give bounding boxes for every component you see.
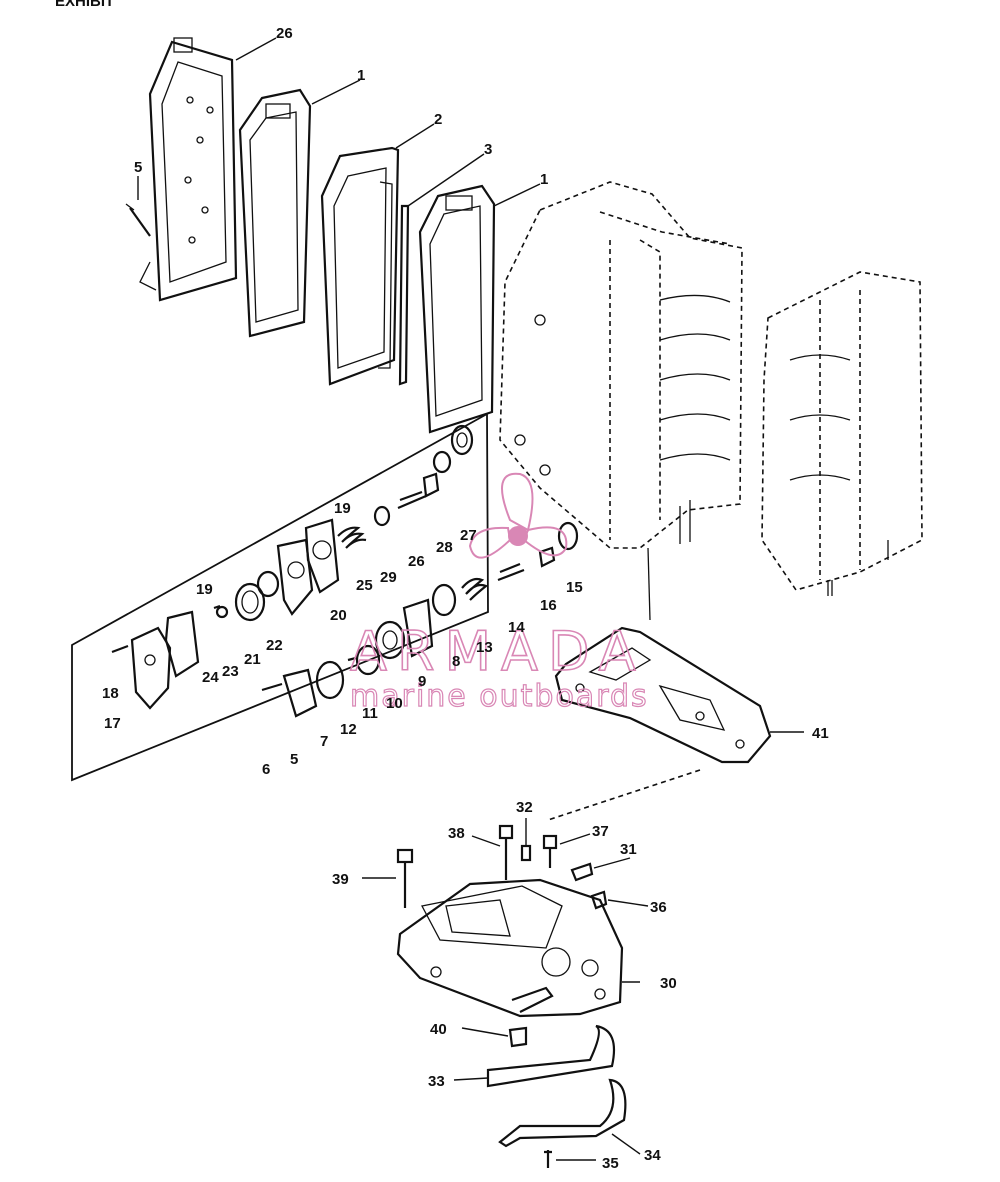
- watermark-brand: ARMADA: [350, 620, 646, 683]
- callout-32: 32: [516, 799, 533, 816]
- callout-1-upper: 1: [357, 67, 365, 84]
- watermark-tagline: marine outboards: [350, 679, 649, 714]
- callout-27: 27: [460, 527, 477, 544]
- callout-13: 13: [476, 639, 493, 656]
- exhaust-gasket-part: [238, 88, 312, 338]
- callout-7: 6: [262, 761, 270, 778]
- callout-19-upper: 19: [334, 500, 351, 517]
- callout-39: 39: [332, 871, 349, 888]
- callout-21: 21: [244, 651, 261, 668]
- callout-26: 26: [408, 553, 425, 570]
- callout-15: 15: [566, 579, 583, 596]
- callout-18: 18: [102, 685, 119, 702]
- callout-23: 23: [222, 663, 239, 680]
- callout-9: 9: [418, 673, 426, 690]
- callout-8-upper: 8: [452, 653, 460, 670]
- screw-part-35: [544, 1150, 552, 1168]
- bolt-part-5: [125, 203, 151, 237]
- assembly-guide-line: [547, 769, 701, 821]
- callout-11: 11: [362, 705, 378, 722]
- callout-4: 26: [276, 25, 293, 42]
- callout-30: 30: [660, 975, 677, 992]
- exhaust-divider-plate-part: [320, 146, 400, 386]
- callout-25: 25: [356, 577, 373, 594]
- callout-28: 28: [436, 539, 453, 556]
- callout-leaders: [137, 37, 804, 1161]
- adapter-plate-part: [396, 878, 624, 1018]
- callout-35: 35: [602, 1155, 619, 1172]
- callout-41: 41: [812, 725, 829, 742]
- callout-24: 24: [202, 669, 219, 686]
- callout-2: 2: [434, 111, 442, 128]
- callout-31: 31: [620, 841, 637, 858]
- callout-38: 38: [448, 825, 465, 842]
- callout-40: 40: [430, 1021, 447, 1038]
- crankcase-cover-part: [761, 271, 923, 596]
- callout-36: 36: [650, 899, 667, 916]
- callout-33: 33: [428, 1073, 445, 1090]
- seal-strip-part: [398, 204, 410, 386]
- callout-labels: 26 1 2 3 1 5 19 19 20 21 22 23 24 25 26 …: [102, 25, 829, 1172]
- callout-10: 10: [386, 695, 403, 712]
- valve-kit-lower-row: [261, 521, 579, 718]
- spring-25: [337, 526, 367, 549]
- callout-20: 20: [330, 607, 347, 624]
- callout-8-lower: 7: [320, 733, 328, 750]
- armada-watermark: ARMADA marine outboards: [349, 472, 649, 715]
- callout-12: 12: [340, 721, 357, 738]
- callout-6: 5: [290, 751, 298, 768]
- callout-14: 14: [508, 619, 525, 636]
- callout-3: 3: [484, 141, 492, 158]
- adapter-plate-gasket-part: [554, 626, 772, 764]
- valve-kit-inset-frame: [71, 412, 489, 782]
- callout-22: 22: [266, 637, 283, 654]
- propeller-logo: [468, 472, 568, 559]
- callout-1-lower: 1: [540, 171, 548, 188]
- fasteners-group: [396, 824, 608, 1048]
- callout-34: 34: [644, 1147, 661, 1164]
- callout-19-lower: 19: [196, 581, 213, 598]
- bracket-part-34: [498, 1078, 627, 1148]
- callout-16: 16: [540, 597, 557, 614]
- exhibit-title: EXHIBIT: [55, 0, 114, 10]
- callout-17: 17: [104, 715, 121, 732]
- callout-29: 29: [380, 569, 397, 586]
- valve-kit-upper-row: [111, 424, 474, 710]
- bracket-part-33: [486, 1024, 616, 1088]
- cylinder-block-part: [499, 181, 743, 621]
- callout-37: 37: [592, 823, 609, 840]
- exhaust-gasket-part-lower: [418, 184, 496, 434]
- callout-5: 5: [134, 159, 142, 176]
- exhaust-cover-part: [139, 37, 238, 302]
